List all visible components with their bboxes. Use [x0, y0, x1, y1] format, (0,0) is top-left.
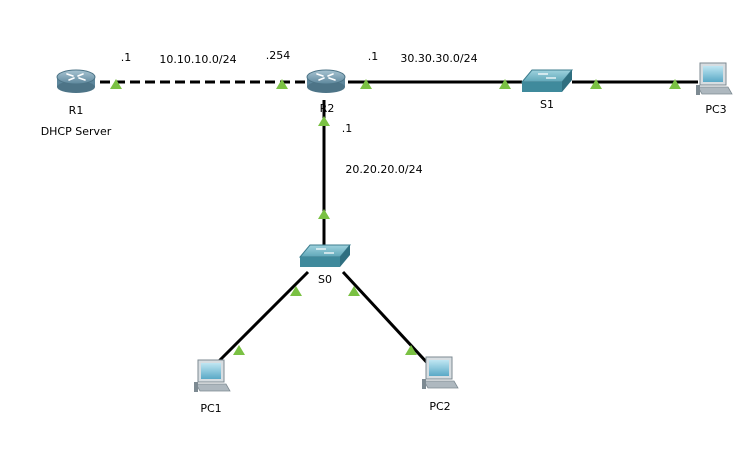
device-pc3[interactable] [696, 62, 733, 95]
device-pc1[interactable] [194, 359, 231, 392]
device-label-r2: R2 [320, 102, 335, 115]
switch-icon [520, 69, 574, 92]
device-label-s1: S1 [540, 98, 554, 111]
port-up-icon [590, 79, 602, 89]
ip-label-r2-south: .1 [342, 122, 353, 135]
port-up-icon [348, 286, 360, 296]
router-icon [56, 69, 96, 93]
port-up-icon [669, 79, 681, 89]
port-up-icon [360, 79, 372, 89]
switch-icon [298, 244, 352, 267]
device-label-pc1: PC1 [200, 402, 221, 415]
ip-label-r1: .1 [121, 51, 132, 64]
port-up-icon [499, 79, 511, 89]
ip-label-r2-east: .1 [368, 50, 379, 63]
device-role-r1: DHCP Server [41, 125, 112, 138]
ip-label-r2-west: .254 [266, 49, 291, 62]
device-label-pc3: PC3 [705, 103, 726, 116]
pc-icon [194, 359, 231, 392]
device-pc2[interactable] [422, 356, 459, 389]
network-label-r2-s0: 20.20.20.0/24 [345, 163, 422, 176]
port-up-icon [318, 209, 330, 219]
port-up-icon [318, 116, 330, 126]
links [100, 80, 698, 370]
port-up-icon [110, 79, 122, 89]
device-r2[interactable] [306, 69, 346, 93]
device-r1[interactable] [56, 69, 96, 93]
port-up-icon [233, 345, 245, 355]
network-label-r1-r2: 10.10.10.0/24 [159, 53, 236, 66]
port-up-icon [405, 345, 417, 355]
port-indicators [110, 79, 681, 355]
device-label-r1: R1 [69, 104, 84, 117]
device-s1[interactable] [520, 69, 574, 92]
router-icon [306, 69, 346, 93]
link-s0-pc2[interactable] [341, 270, 434, 370]
device-label-pc2: PC2 [429, 400, 450, 413]
link-s0-pc1[interactable] [210, 270, 310, 370]
pc-icon [696, 62, 733, 95]
pc-icon [422, 356, 459, 389]
device-label-s0: S0 [318, 273, 332, 286]
port-up-icon [276, 79, 288, 89]
network-label-r2-s1: 30.30.30.0/24 [400, 52, 477, 65]
port-up-icon [290, 286, 302, 296]
device-s0[interactable] [298, 244, 352, 267]
